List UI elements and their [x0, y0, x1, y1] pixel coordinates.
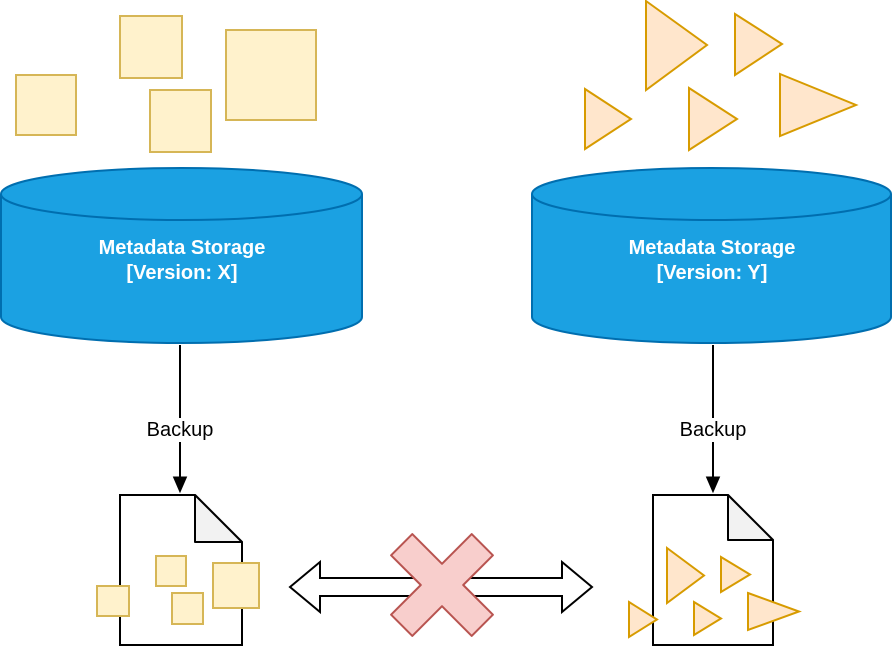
arrowhead-icon — [705, 476, 721, 494]
incompatibility-indicator — [288, 533, 594, 637]
triangle-shape — [693, 600, 723, 637]
backup-label-left: Backup — [138, 418, 222, 442]
metadata-storage-y-cylinder — [531, 167, 892, 344]
triangle-shape — [779, 72, 859, 138]
triangle-shape — [584, 87, 633, 151]
storage-x-title: Metadata Storage — [98, 237, 266, 259]
floating-triangles-group — [584, 0, 859, 152]
backup-file-x-icon — [96, 494, 260, 646]
storage-y-label: Metadata Storage [Version: Y] — [552, 236, 872, 286]
triangle-shape — [688, 86, 739, 152]
triangle-shape — [747, 591, 802, 632]
square-shape — [225, 29, 317, 121]
triangle-shape — [645, 0, 709, 92]
cylinder-body — [531, 167, 892, 344]
triangle-shape — [720, 555, 752, 594]
cylinder-top-rim — [0, 193, 363, 221]
square-shape — [171, 592, 204, 625]
cylinder-top-rim — [531, 193, 892, 221]
backup-arrow-left — [172, 345, 188, 494]
metadata-storage-x-cylinder — [0, 167, 363, 344]
square-shape — [119, 15, 183, 79]
square-shape — [155, 555, 187, 587]
backup-label-right: Backup — [671, 418, 755, 442]
square-shape — [212, 562, 260, 609]
storage-x-version: [Version: X] — [126, 262, 238, 284]
backup-arrow-right — [705, 345, 721, 494]
storage-y-version: [Version: Y] — [656, 262, 768, 284]
storage-y-title: Metadata Storage — [628, 237, 796, 259]
triangle-shape — [666, 546, 706, 605]
backup-file-y-icon — [628, 494, 802, 646]
floating-squares-group — [15, 15, 317, 153]
square-shape — [149, 89, 212, 153]
square-shape — [96, 585, 130, 617]
document-fold-corner — [727, 494, 774, 541]
document-fold-corner — [194, 494, 243, 543]
arrowhead-icon — [172, 476, 188, 494]
triangle-shape — [628, 600, 659, 639]
red-cross-icon — [390, 533, 494, 637]
storage-x-label: Metadata Storage [Version: X] — [22, 236, 342, 286]
square-shape — [15, 74, 77, 136]
triangle-shape — [734, 12, 784, 77]
cylinder-body — [0, 167, 363, 344]
